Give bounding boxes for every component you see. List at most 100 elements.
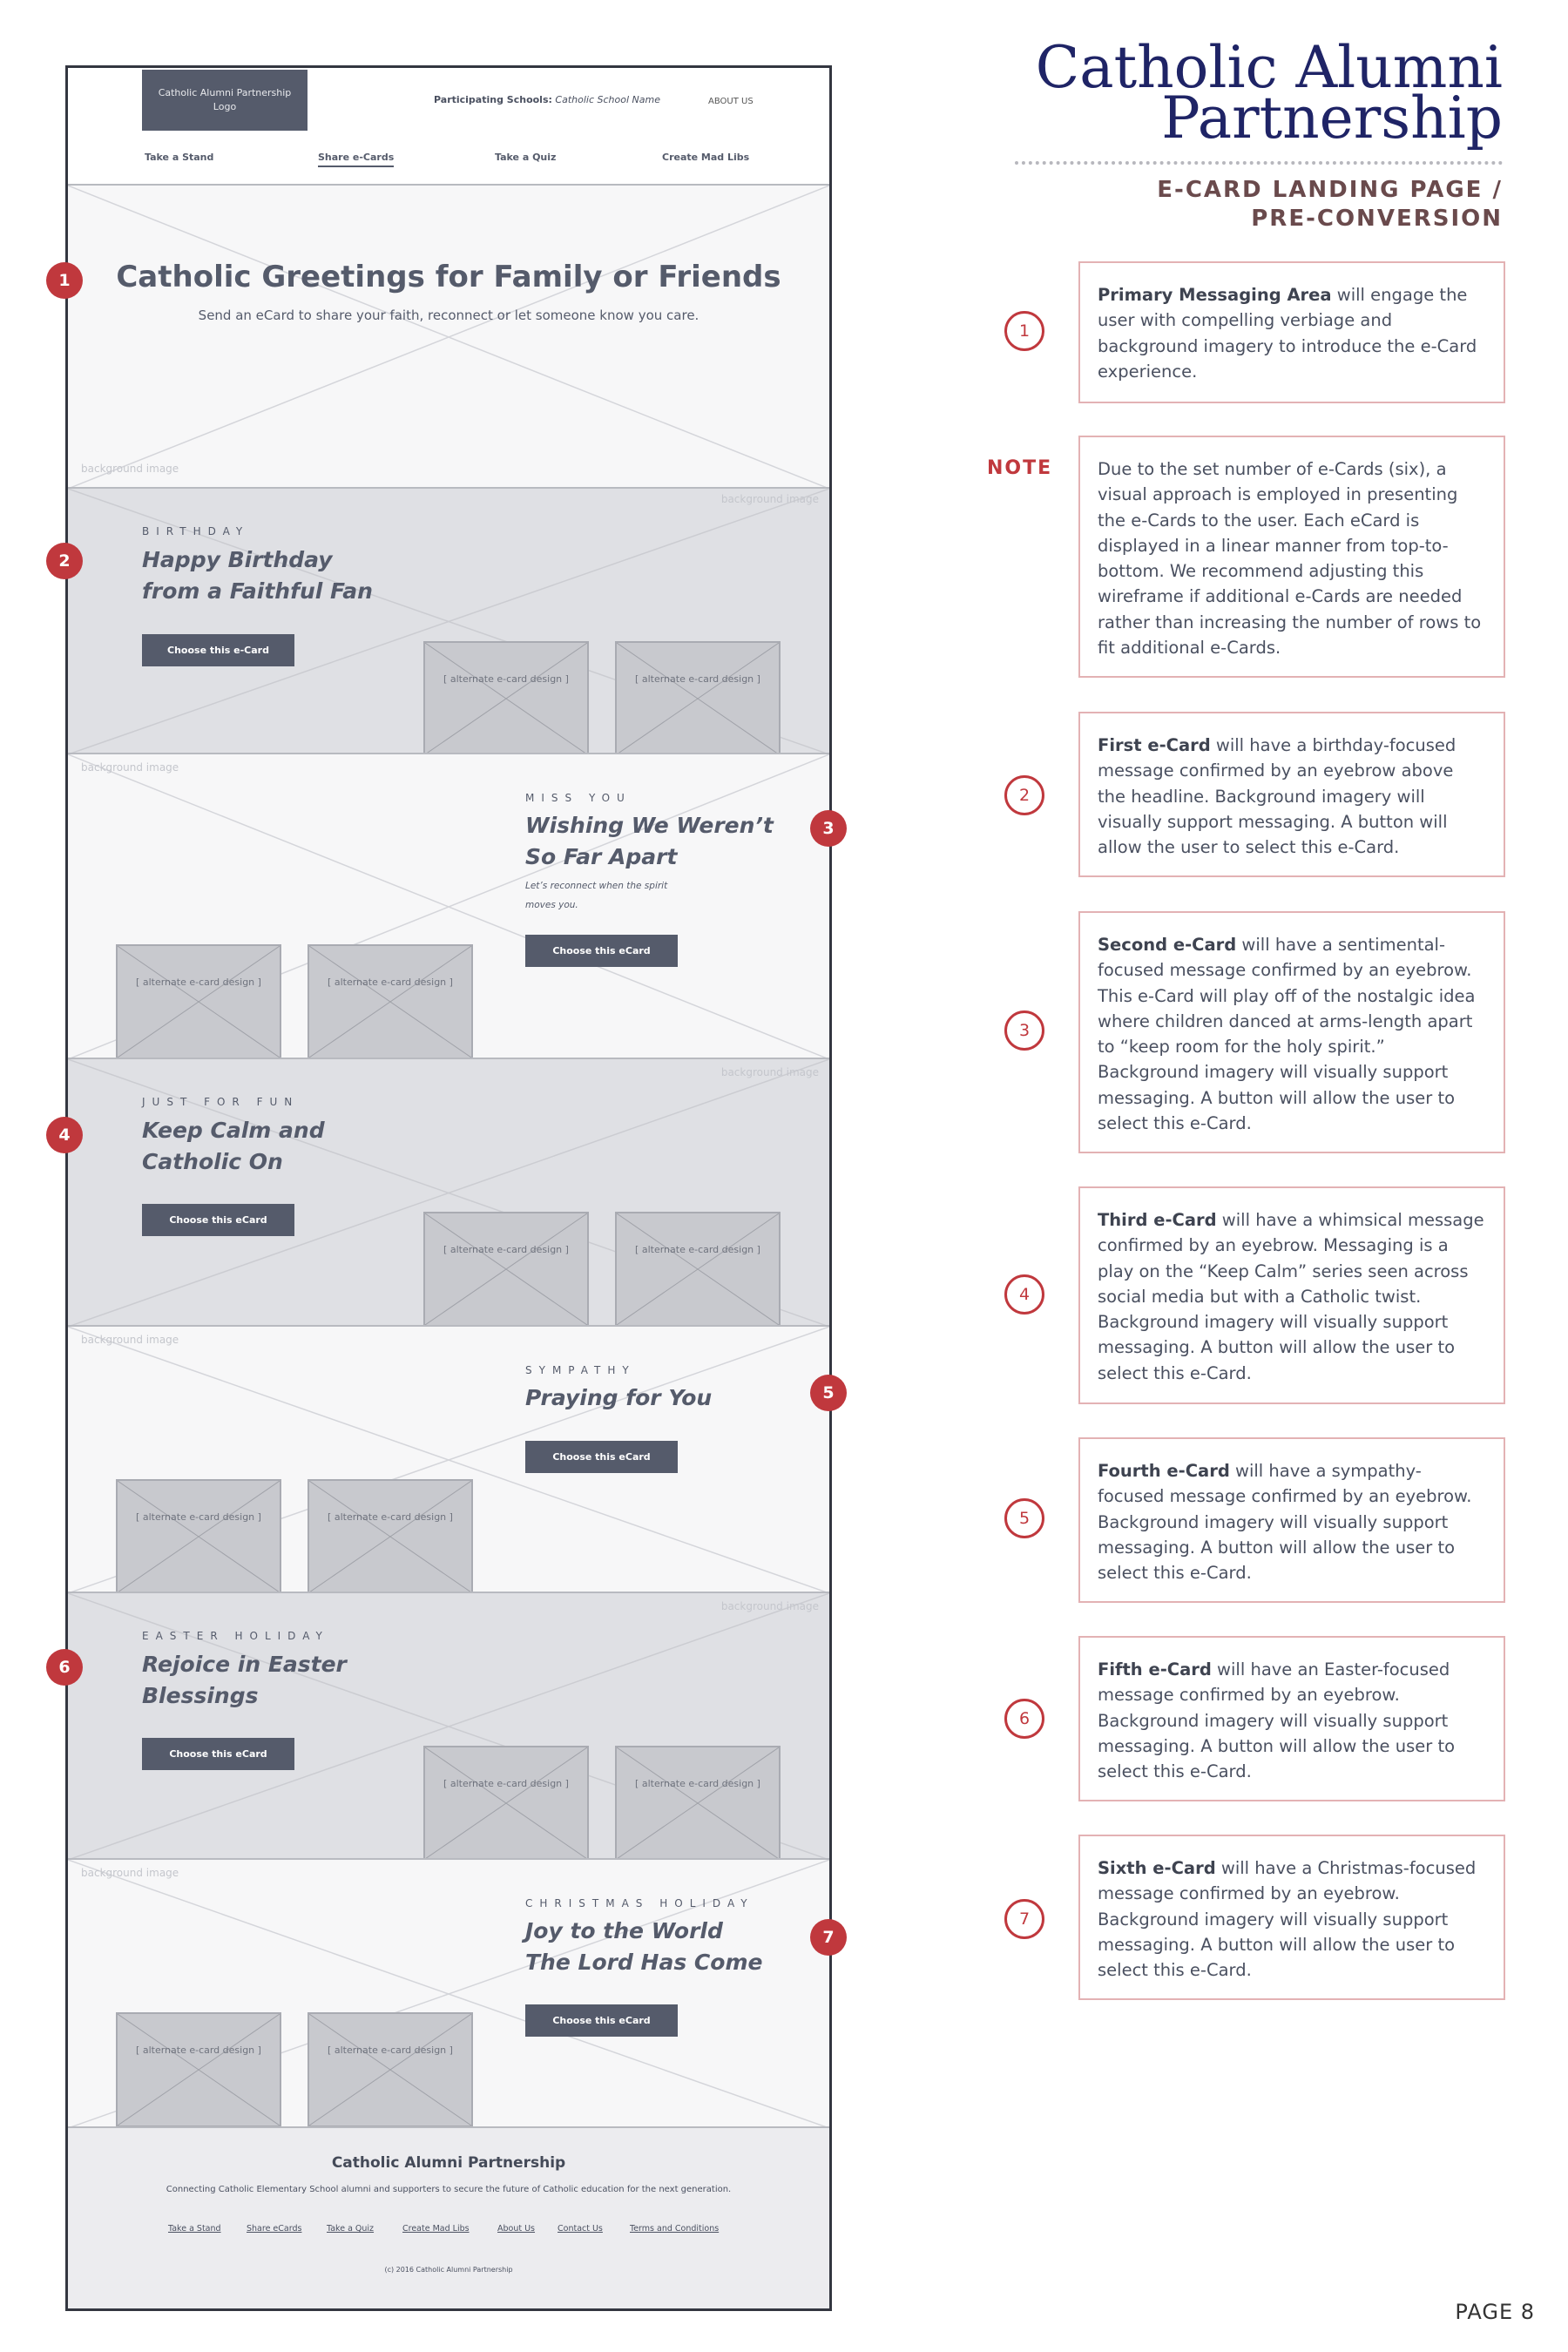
- bg-image-label: background image: [81, 761, 179, 774]
- annotation-marker-4: 4: [1004, 1274, 1044, 1315]
- alternate-ecard-thumb[interactable]: [ alternate e-card design ]: [615, 1746, 781, 1860]
- ecard-headline-2: Catholic On: [142, 1149, 283, 1174]
- footer-link-about-us[interactable]: About Us: [497, 2224, 536, 2234]
- nav-share-ecards[interactable]: Share e-Cards: [318, 152, 395, 167]
- alternate-ecard-thumb[interactable]: [ alternate e-card design ]: [116, 944, 281, 1059]
- annotation-note-box: Due to the set number of e-Cards (six), …: [1078, 436, 1505, 678]
- ecard-just-for-fun-section: background image JUST FOR FUN Keep Calm …: [68, 1058, 829, 1327]
- brand-name-line-2: Partnership: [1161, 84, 1503, 152]
- annotation-marker-5: 5: [1004, 1498, 1044, 1538]
- divider: [1015, 161, 1503, 165]
- choose-ecard-button[interactable]: Choose this eCard: [142, 1204, 294, 1236]
- hero-section: Catholic Greetings for Family or Friends…: [68, 184, 829, 489]
- alternate-ecard-thumb[interactable]: [ alternate e-card design ]: [308, 944, 473, 1059]
- ecard-eyebrow: MISS YOU: [525, 792, 632, 804]
- ecard-eyebrow: JUST FOR FUN: [142, 1096, 300, 1108]
- alternate-ecard-thumb[interactable]: [ alternate e-card design ]: [423, 641, 589, 754]
- annotation-box-6: Fifth e-Card will have an Easter-focused…: [1078, 1636, 1505, 1801]
- participating-label: Participating Schools:: [434, 94, 552, 105]
- ecard-subcopy-2: moves you.: [525, 900, 578, 910]
- footer-tagline: Connecting Catholic Elementary School al…: [166, 2185, 732, 2194]
- footer-link-create-mad-libs[interactable]: Create Mad Libs: [402, 2224, 470, 2234]
- bg-image-label: background image: [720, 1066, 819, 1078]
- ecard-headline-1: Joy to the World: [525, 1918, 723, 1943]
- ecard-headline-1: Praying for You: [525, 1385, 713, 1410]
- annotation-marker-3: 3: [1004, 1010, 1044, 1051]
- annotation-marker-2: 2: [1004, 775, 1044, 815]
- footer-link-terms[interactable]: Terms and Conditions: [630, 2224, 720, 2234]
- ecard-headline-1: Keep Calm and: [142, 1118, 325, 1143]
- footer-link-take-a-stand[interactable]: Take a Stand: [168, 2224, 221, 2234]
- nav-take-a-stand[interactable]: Take a Stand: [145, 152, 214, 163]
- footer-link-take-a-quiz[interactable]: Take a Quiz: [327, 2224, 375, 2234]
- alternate-ecard-thumb[interactable]: [ alternate e-card design ]: [308, 2012, 473, 2127]
- alternate-ecard-thumb[interactable]: [ alternate e-card design ]: [116, 2012, 281, 2127]
- bg-image-label: background image: [81, 1334, 179, 1346]
- alternate-ecard-thumb[interactable]: [ alternate e-card design ]: [423, 1746, 589, 1860]
- ecard-subcopy-1: Let’s reconnect when the spirit: [525, 881, 668, 891]
- ecard-headline-1: Wishing We Weren’t: [525, 813, 774, 838]
- alternate-ecard-thumb[interactable]: [ alternate e-card design ]: [308, 1479, 473, 1593]
- annotation-marker-1: 1: [1004, 311, 1044, 351]
- nav-create-mad-libs[interactable]: Create Mad Libs: [662, 152, 750, 163]
- ecard-headline-1: Rejoice in Easter: [142, 1652, 347, 1677]
- hero-subtitle: Send an eCard to share your faith, recon…: [198, 308, 700, 323]
- annotation-box-2: First e-Card will have a birthday-focuse…: [1078, 712, 1505, 877]
- alternate-ecard-thumb[interactable]: [ alternate e-card design ]: [423, 1212, 589, 1327]
- ecard-birthday-section: background image BIRTHDAY Happy Birthday…: [68, 487, 829, 754]
- ecard-eyebrow: EASTER HOLIDAY: [142, 1630, 329, 1642]
- ecard-eyebrow: SYMPATHY: [525, 1364, 636, 1376]
- annotation-box-5: Fourth e-Card will have a sympathy-focus…: [1078, 1437, 1505, 1603]
- bg-image-label: background image: [81, 463, 179, 475]
- ecard-eyebrow: CHRISTMAS HOLIDAY: [525, 1897, 754, 1909]
- choose-ecard-button[interactable]: Choose this eCard: [525, 2004, 678, 2037]
- choose-ecard-button[interactable]: Choose this eCard: [525, 935, 678, 967]
- hero-bg-placeholder: [68, 186, 829, 489]
- footer-link-share-ecards[interactable]: Share eCards: [247, 2224, 302, 2234]
- choose-ecard-button[interactable]: Choose this e-Card: [142, 634, 294, 666]
- footer-link-contact-us[interactable]: Contact Us: [558, 2224, 603, 2234]
- annotation-marker-6: 6: [1004, 1699, 1044, 1739]
- marker-5: 5: [810, 1375, 847, 1411]
- choose-ecard-button[interactable]: Choose this eCard: [142, 1738, 294, 1770]
- ecard-easter-section: background image EASTER HOLIDAY Rejoice …: [68, 1592, 829, 1860]
- alternate-ecard-thumb[interactable]: [ alternate e-card design ]: [615, 641, 781, 754]
- ecard-miss-you-section: background image MISS YOU Wishing We Wer…: [68, 753, 829, 1059]
- marker-1: 1: [46, 262, 83, 299]
- site-header: Catholic Alumni Partnership Logo Partici…: [68, 68, 829, 186]
- school-name: Catholic School Name: [555, 94, 660, 105]
- ecard-eyebrow: BIRTHDAY: [142, 525, 250, 537]
- alternate-ecard-thumb[interactable]: [ alternate e-card design ]: [615, 1212, 781, 1327]
- ecard-headline-2: Blessings: [142, 1683, 259, 1708]
- site-footer: Catholic Alumni Partnership Connecting C…: [68, 2126, 829, 2308]
- bg-image-label: background image: [81, 1867, 179, 1879]
- annotation-box-7: Sixth e-Card will have a Christmas-focus…: [1078, 1835, 1505, 2000]
- marker-2: 2: [46, 543, 83, 579]
- choose-ecard-button[interactable]: Choose this eCard: [525, 1441, 678, 1473]
- alternate-ecard-thumb[interactable]: [ alternate e-card design ]: [116, 1479, 281, 1593]
- about-us-link[interactable]: ABOUT US: [708, 97, 754, 106]
- note-label: NOTE: [987, 457, 1053, 479]
- marker-4: 4: [46, 1117, 83, 1153]
- footer-copyright: (c) 2016 Catholic Alumni Partnership: [384, 2266, 513, 2274]
- ecard-headline-2: from a Faithful Fan: [142, 578, 373, 604]
- annotation-box-3: Second e-Card will have a sentimental-fo…: [1078, 911, 1505, 1153]
- annotation-marker-7: 7: [1004, 1899, 1044, 1939]
- brand-name-line-1: Catholic Alumni: [1035, 34, 1503, 101]
- ecard-headline-1: Happy Birthday: [142, 547, 333, 572]
- ecard-sympathy-section: background image SYMPATHY Praying for Yo…: [68, 1325, 829, 1593]
- page-title: E-CARD LANDING PAGE / PRE-CONVERSION: [1157, 177, 1503, 232]
- ecard-headline-2: So Far Apart: [525, 844, 678, 869]
- marker-3: 3: [810, 810, 847, 847]
- annotation-box-1: Primary Messaging Area will engage the u…: [1078, 261, 1505, 403]
- page-number: PAGE 8: [1455, 2300, 1535, 2324]
- bg-image-label: background image: [720, 493, 819, 505]
- ecard-headline-2: The Lord Has Come: [525, 1950, 763, 1975]
- footer-title: Catholic Alumni Partnership: [331, 2154, 566, 2172]
- wireframe-frame: Catholic Alumni Partnership Logo Partici…: [65, 65, 832, 2311]
- participating-schools[interactable]: Participating Schools: Catholic School N…: [434, 94, 660, 105]
- nav-take-a-quiz[interactable]: Take a Quiz: [495, 152, 557, 163]
- site-logo[interactable]: Catholic Alumni Partnership Logo: [142, 70, 308, 131]
- annotation-box-4: Third e-Card will have a whimsical messa…: [1078, 1186, 1505, 1404]
- marker-7: 7: [810, 1919, 847, 1956]
